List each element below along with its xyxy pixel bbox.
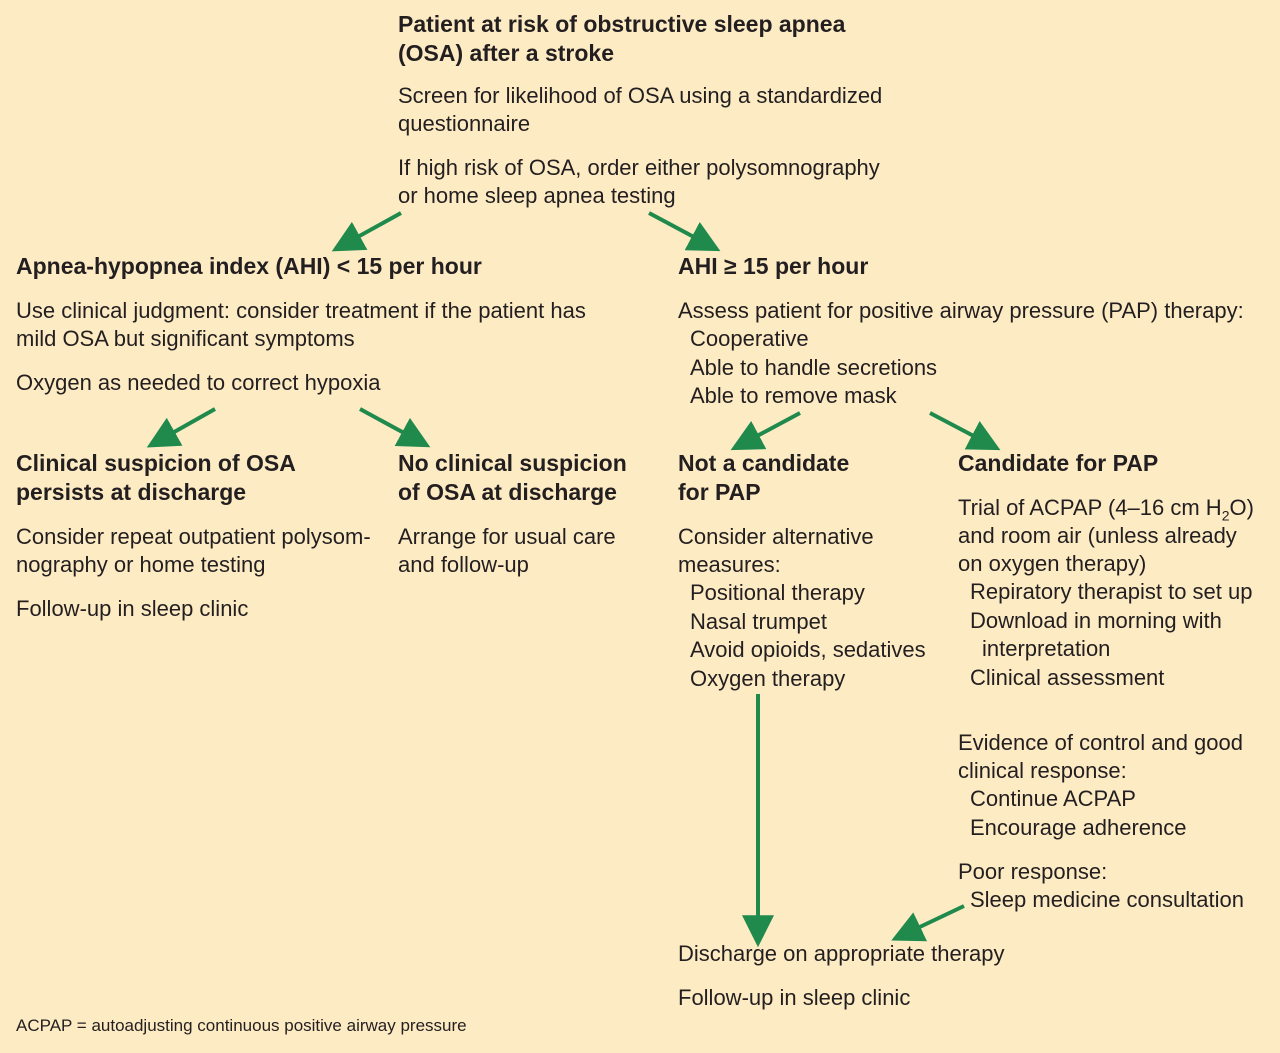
repeat-line-1: Consider repeat outpatient polysom- xyxy=(16,524,371,549)
right-branch-title: AHI ≥ 15 per hour xyxy=(678,253,869,279)
arrow-to-not-candidate xyxy=(730,411,801,451)
suspicion-persists-title-line-1: Clinical suspicion of OSA xyxy=(16,450,296,476)
screen-line-1: Screen for likelihood of OSA using a sta… xyxy=(398,83,883,108)
step-item: Clinical assessment xyxy=(970,664,1165,690)
assess-text: Assess patient for positive airway press… xyxy=(678,298,1244,323)
measure-item: Nasal trumpet xyxy=(690,608,827,634)
measure-item: Avoid opioids, sedatives xyxy=(690,637,926,662)
no-suspicion-block: No clinical suspicion of OSA at discharg… xyxy=(398,449,668,579)
arrow-to-candidate xyxy=(929,411,1001,451)
trial-subscript: 2 xyxy=(1221,507,1230,524)
step-item: Download in morning with xyxy=(970,607,1222,633)
alt-intro-line-2: measures: xyxy=(678,552,781,577)
criteria-item: Able to remove mask xyxy=(690,383,897,408)
top-title-line-2: (OSA) after a stroke xyxy=(398,40,615,66)
left-branch-title: Apnea-hypopnea index (AHI) < 15 per hour xyxy=(16,253,482,279)
order-line-1: If high risk of OSA, order either polyso… xyxy=(398,155,880,180)
poor-response-item: Sleep medicine consultation xyxy=(970,887,1244,912)
evidence-line-1: Evidence of control and good xyxy=(958,730,1243,755)
top-title-line-1: Patient at risk of obstructive sleep apn… xyxy=(398,11,846,37)
evidence-item: Encourage adherence xyxy=(970,814,1187,840)
arrow-to-right-branch xyxy=(648,211,721,252)
trial-line-1-pre: Trial of ACPAP (4–16 cm H xyxy=(958,495,1222,520)
discharge-block: Discharge on appropriate therapy Follow-… xyxy=(678,940,1078,1012)
measure-item: Oxygen therapy xyxy=(690,665,846,691)
evidence-line-2: clinical response: xyxy=(958,758,1127,783)
screen-line-2: questionnaire xyxy=(398,111,531,136)
criteria-list: Cooperative Able to handle secretions Ab… xyxy=(678,325,1268,411)
alt-intro-line-1: Consider alternative xyxy=(678,524,874,549)
not-candidate-block: Not a candidate for PAP Consider alterna… xyxy=(678,449,948,693)
footnote: ACPAP = autoadjusting continuous positiv… xyxy=(16,1016,467,1035)
no-suspicion-title: No clinical suspicion of OSA at discharg… xyxy=(398,449,668,507)
evidence-item: Continue ACPAP xyxy=(970,786,1136,811)
repeat-line-2: nography or home testing xyxy=(16,552,266,577)
top-title: Patient at risk of obstructive sleep apn… xyxy=(398,10,918,68)
alternative-measures-intro: Consider alternative measures: xyxy=(678,523,948,579)
criteria-item: Able to handle secretions xyxy=(690,354,938,380)
right-branch: AHI ≥ 15 per hour Assess patient for pos… xyxy=(678,252,1268,411)
order-line-2: or home sleep apnea testing xyxy=(398,183,676,208)
trial-line-1: Trial of ACPAP (4–16 cm H2O) xyxy=(958,494,1270,522)
judgment-text: Use clinical judgment: consider treatmen… xyxy=(16,297,636,353)
oxygen-text: Oxygen as needed to correct hypoxia xyxy=(16,370,381,395)
trial-text: Trial of ACPAP (4–16 cm H2O) and room ai… xyxy=(958,494,1270,578)
order-text: If high risk of OSA, order either polyso… xyxy=(398,154,918,210)
measure-item: Positional therapy xyxy=(690,580,865,605)
suspicion-persists-title-line-2: persists at discharge xyxy=(16,479,247,505)
not-candidate-title-line-2: for PAP xyxy=(678,479,761,505)
candidate-block: Candidate for PAP Trial of ACPAP (4–16 c… xyxy=(958,449,1270,915)
step-item: Repiratory therapist to set up xyxy=(970,579,1253,604)
no-suspicion-title-line-2: of OSA at discharge xyxy=(398,479,617,505)
trial-line-1-post: O) xyxy=(1229,495,1254,520)
arrow-poor-response-to-discharge xyxy=(891,904,965,942)
trial-line-3: on oxygen therapy) xyxy=(958,551,1147,576)
alternative-measures-list: Positional therapy Nasal trumpet Avoid o… xyxy=(678,579,948,693)
no-suspicion-title-line-1: No clinical suspicion xyxy=(398,450,627,476)
criteria-item: Cooperative xyxy=(690,326,809,351)
candidate-title: Candidate for PAP xyxy=(958,450,1159,476)
suspicion-persists-block: Clinical suspicion of OSA persists at di… xyxy=(16,449,386,623)
suspicion-persists-title: Clinical suspicion of OSA persists at di… xyxy=(16,449,386,507)
candidate-steps: Repiratory therapist to set up Download … xyxy=(958,578,1270,635)
judgment-line-1: Use clinical judgment: consider treatmen… xyxy=(16,298,586,323)
step-item-continuation: interpretation xyxy=(982,636,1111,661)
repeat-testing-text: Consider repeat outpatient polysom- nogr… xyxy=(16,523,386,579)
not-candidate-title-line-1: Not a candidate xyxy=(678,450,850,476)
left-branch: Apnea-hypopnea index (AHI) < 15 per hour… xyxy=(16,252,636,397)
evidence-list: Continue ACPAP Encourage adherence xyxy=(958,785,1270,842)
screen-text: Screen for likelihood of OSA using a sta… xyxy=(398,82,918,138)
arrow-to-suspicion-persists xyxy=(146,407,216,448)
trial-line-2: and room air (unless already xyxy=(958,523,1237,548)
evidence-text: Evidence of control and good clinical re… xyxy=(958,729,1270,785)
top-block: Patient at risk of obstructive sleep apn… xyxy=(398,10,918,210)
usual-care-text: Arrange for usual care and follow-up xyxy=(398,523,668,579)
care-line-1: Arrange for usual care xyxy=(398,524,616,549)
care-line-2: and follow-up xyxy=(398,552,529,577)
poor-response-text: Poor response: xyxy=(958,859,1108,884)
not-candidate-title: Not a candidate for PAP xyxy=(678,449,948,507)
suspicion-followup-text: Follow-up in sleep clinic xyxy=(16,596,249,621)
discharge-followup-text: Follow-up in sleep clinic xyxy=(678,985,911,1010)
arrow-to-no-suspicion xyxy=(359,407,431,448)
discharge-therapy-text: Discharge on appropriate therapy xyxy=(678,941,1005,966)
judgment-line-2: mild OSA but significant symptoms xyxy=(16,326,355,351)
arrow-to-left-branch xyxy=(331,211,402,252)
